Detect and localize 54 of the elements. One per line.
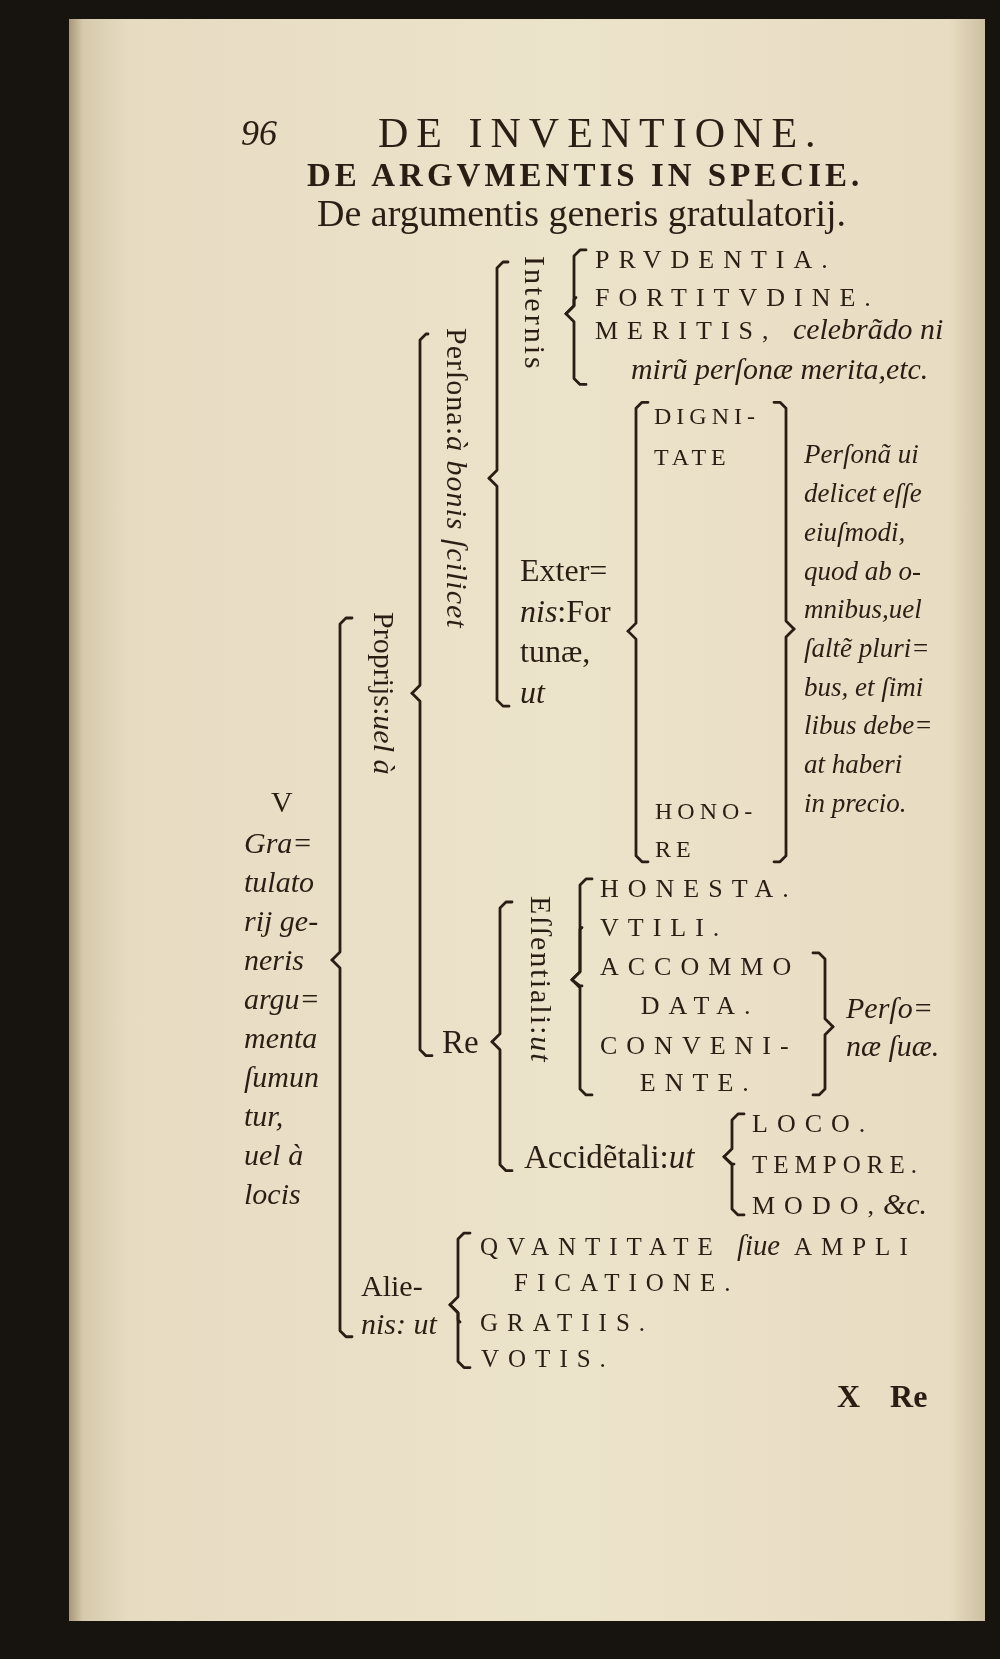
brace-connector bbox=[490, 1040, 514, 1173]
brace-connector bbox=[570, 926, 584, 982]
leaf-term: TEMPORE. bbox=[734, 1148, 923, 1180]
brace-connector bbox=[564, 296, 578, 316]
brace-connector bbox=[626, 629, 650, 864]
brace-connector bbox=[410, 332, 430, 695]
branch-term: Internis bbox=[508, 256, 566, 372]
brace-connector bbox=[448, 1231, 472, 1307]
brace-connector bbox=[487, 476, 511, 708]
leaf-term: LOCO. bbox=[744, 1107, 875, 1139]
branch-term: HONO- RE bbox=[648, 791, 774, 868]
leaf-term: PRVDENTIA. bbox=[586, 243, 837, 275]
page-number: 96 bbox=[241, 112, 277, 153]
diagram-title: De argumentis generis gratulatorij. bbox=[317, 191, 847, 236]
branch-term: Alie- nis: ut bbox=[352, 1266, 450, 1343]
leaf-term: HONESTA. bbox=[592, 872, 798, 904]
branch-term: ACCOMMO DATA. bbox=[582, 946, 813, 1025]
branch-term: DIGNI- TATE bbox=[648, 396, 774, 479]
branch-term: Exter= nis:For tunæ, ut bbox=[509, 550, 628, 713]
brace-connector bbox=[330, 616, 354, 962]
leaf-term: FORTITVDINE. bbox=[576, 281, 880, 313]
brace-connector bbox=[722, 1112, 746, 1159]
branch-term: Accidẽtali:ut bbox=[512, 1136, 724, 1177]
leaf-term: GRATIIS. bbox=[460, 1306, 655, 1338]
branch-term: Eſſentiali:ut bbox=[512, 896, 572, 1064]
section-mark: V bbox=[270, 784, 294, 821]
note-text: Perſonã ui delicet eſſe eiuſmodi, quod ab o- mnibus,uel ſaltẽ pluri= bus, et ſimi libus debe= at haberi in precio. bbox=[794, 435, 933, 823]
brace-connector bbox=[490, 900, 514, 1044]
note-text: Perſo= næ ſuæ. bbox=[833, 988, 940, 1065]
brace-connector bbox=[772, 627, 796, 864]
brace-connector bbox=[772, 400, 796, 631]
branch-term: CONVENI- ENTE. bbox=[592, 1026, 813, 1101]
brace-connector bbox=[811, 1025, 835, 1097]
running-head: DE INVENTIONE. bbox=[378, 108, 824, 157]
brace-connector bbox=[722, 1155, 746, 1217]
brace-connector bbox=[570, 978, 594, 1097]
section-heading: DE ARGVMENTIS IN SPECIE. bbox=[307, 155, 864, 194]
brace-connector bbox=[410, 691, 434, 1058]
leaf-term: MODO,&c. bbox=[744, 1187, 927, 1221]
leaf-term: MERITIS, celebrãdo ni mirũ perſonæ merita,etc. bbox=[586, 310, 944, 391]
brace-connector bbox=[330, 958, 354, 1339]
brace-connector bbox=[448, 1303, 472, 1369]
root-term: Gra= tulato rij ge- neris argu= menta ſumun tur, uel à locis bbox=[244, 825, 320, 1213]
branch-term: Perſona:à bonis ſcilicet bbox=[428, 328, 489, 629]
branch-term: Re bbox=[432, 1021, 492, 1062]
leaf-term: VTILI. bbox=[582, 911, 729, 943]
brace-connector bbox=[564, 312, 588, 386]
leaf-term: QVANTITATE ſiue AMPLI FICATIONE. bbox=[470, 1227, 917, 1302]
brace-connector bbox=[487, 260, 510, 480]
branch-term: Proprijs:uel à bbox=[352, 612, 412, 775]
catchword: X Re bbox=[837, 1377, 928, 1416]
brace-connector bbox=[626, 400, 650, 633]
brace-connector bbox=[811, 951, 835, 1029]
leaf-term: VOTIS. bbox=[470, 1342, 615, 1374]
